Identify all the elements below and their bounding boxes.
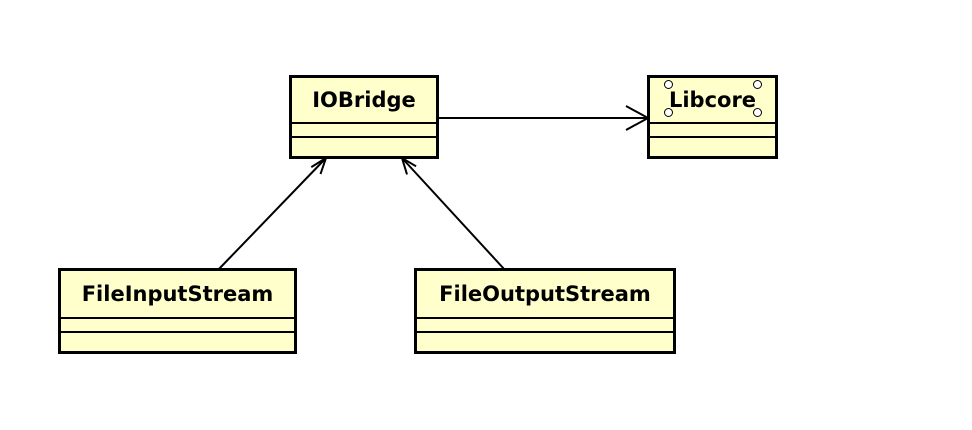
arrowhead bbox=[400, 155, 417, 175]
attributes-compartment bbox=[650, 124, 775, 138]
arrowhead bbox=[625, 105, 651, 131]
attributes-compartment bbox=[61, 319, 294, 333]
component-port-icon bbox=[664, 108, 673, 117]
class-name: FileOutputStream bbox=[417, 271, 673, 319]
operations-compartment bbox=[61, 333, 294, 351]
operations-compartment bbox=[292, 138, 436, 156]
class-name: Libcore bbox=[650, 78, 775, 124]
operations-compartment bbox=[650, 138, 775, 156]
class-libcore[interactable]: Libcore bbox=[647, 75, 778, 159]
class-name-text: Libcore bbox=[668, 88, 757, 112]
class-iobridge[interactable]: IOBridge bbox=[289, 75, 439, 159]
association-fileoutputstream-iobridge bbox=[400, 155, 506, 271]
arrowhead bbox=[310, 155, 328, 175]
attributes-compartment bbox=[292, 124, 436, 138]
association-fileinputstream-iobridge bbox=[217, 155, 328, 271]
class-fileoutputstream[interactable]: FileOutputStream bbox=[414, 268, 676, 354]
operations-compartment bbox=[417, 333, 673, 351]
class-name: FileInputStream bbox=[61, 271, 294, 319]
component-port-icon bbox=[664, 80, 673, 89]
component-port-icon bbox=[753, 108, 762, 117]
attributes-compartment bbox=[417, 319, 673, 333]
class-fileinputstream[interactable]: FileInputStream bbox=[58, 268, 297, 354]
component-port-icon bbox=[753, 80, 762, 89]
class-name: IOBridge bbox=[292, 78, 436, 124]
association-iobridge-libcore bbox=[438, 105, 651, 131]
